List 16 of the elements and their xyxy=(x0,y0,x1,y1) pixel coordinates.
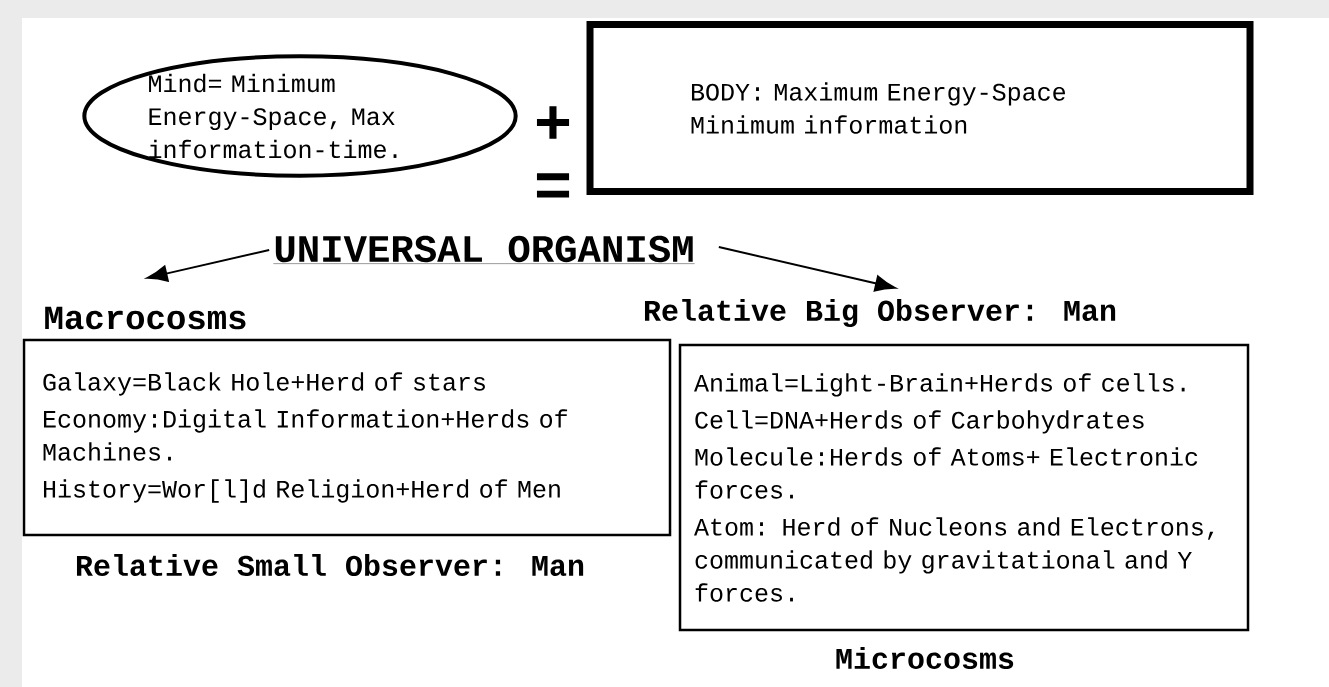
node-label: Molecule:Herds of Atoms+ Electronic forces. xyxy=(695,447,1198,499)
text-box: Animal=Light-Brain+Herds of cells. Cell=DNA+Herds of Carbohydrates Molecule:Herds of Atoms+ Electronic forces. Atom: Herd of Nucleons and Electrons, communicated by gravitational and Y forces. xyxy=(678,343,1250,632)
heading: Macrocosms xyxy=(45,306,246,330)
text-box: BODY: Maximum Energy-Space Minimum information xyxy=(586,21,1254,195)
arrow xyxy=(717,246,896,292)
title-text: UNIVERSAL ORGANISM xyxy=(273,235,695,264)
node-label: Microcosms xyxy=(836,647,1014,669)
operator-sign: = xyxy=(536,173,570,198)
node-label: Animal=Light-Brain+Herds of cells. xyxy=(694,373,1185,397)
node-label: Atom: Herd of Nucleons and Electrons, communicated by gravitational and Y forces. xyxy=(694,517,1214,602)
operator-sign: + xyxy=(536,106,570,139)
node-label: Cell=DNA+Herds of Carbohydrates xyxy=(695,410,1144,434)
node-label: Relative Small Observer: Man xyxy=(77,554,584,576)
text-box: Galaxy=Black Hole+Herd of stars Economy:Digital Information+Herds of Machines. History=Wor[l]d Religion+Herd of Men xyxy=(22,338,672,537)
arrow xyxy=(146,249,271,282)
node-label: Relative Big Observer: Man xyxy=(645,298,1116,328)
